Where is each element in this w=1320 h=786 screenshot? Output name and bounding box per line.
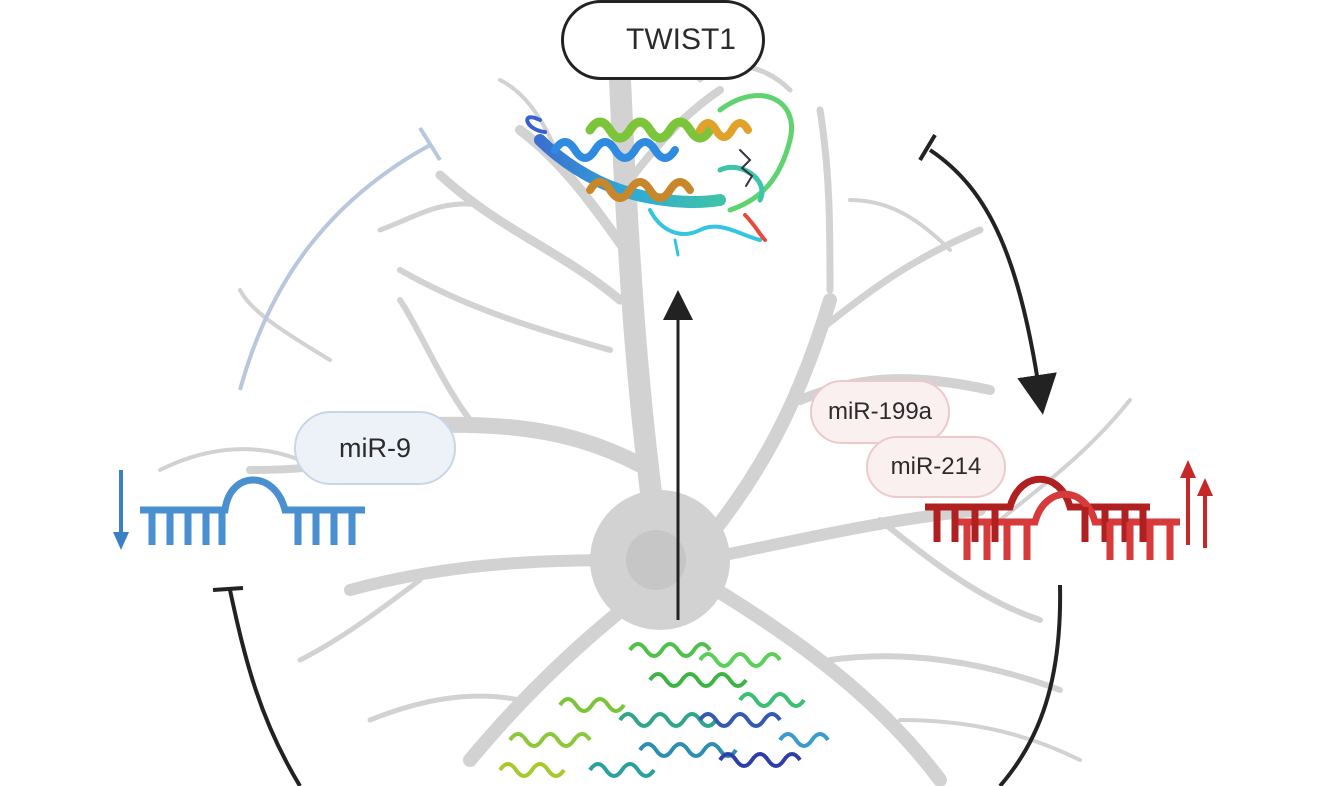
mir9-text: miR-9	[339, 432, 411, 463]
down-arrow-icon	[113, 470, 129, 550]
mir199a-label: miR-199a	[810, 380, 950, 444]
mir9-label: miR-9	[294, 411, 456, 485]
mir214-text: miR-214	[890, 453, 982, 480]
protein-ribbon-icon	[525, 93, 794, 257]
neuron-nucleus	[626, 530, 686, 590]
mir214-label: miR-214	[866, 436, 1006, 498]
protein-complex-icon	[498, 642, 830, 778]
faded-inhibition-arc	[238, 126, 442, 391]
twist1-text: TWIST1	[626, 23, 736, 56]
twist1-label: TWIST1	[561, 0, 765, 80]
mirna-hairpin-icon	[140, 476, 365, 545]
inhibition-arc-left	[212, 586, 302, 786]
up-arrow-icon	[1180, 460, 1213, 548]
mirna-hairpin-icon	[925, 475, 1180, 560]
inhibition-arc-right	[918, 133, 1057, 415]
arc-bottom-right	[998, 584, 1063, 786]
mir199a-text: miR-199a	[827, 398, 933, 425]
